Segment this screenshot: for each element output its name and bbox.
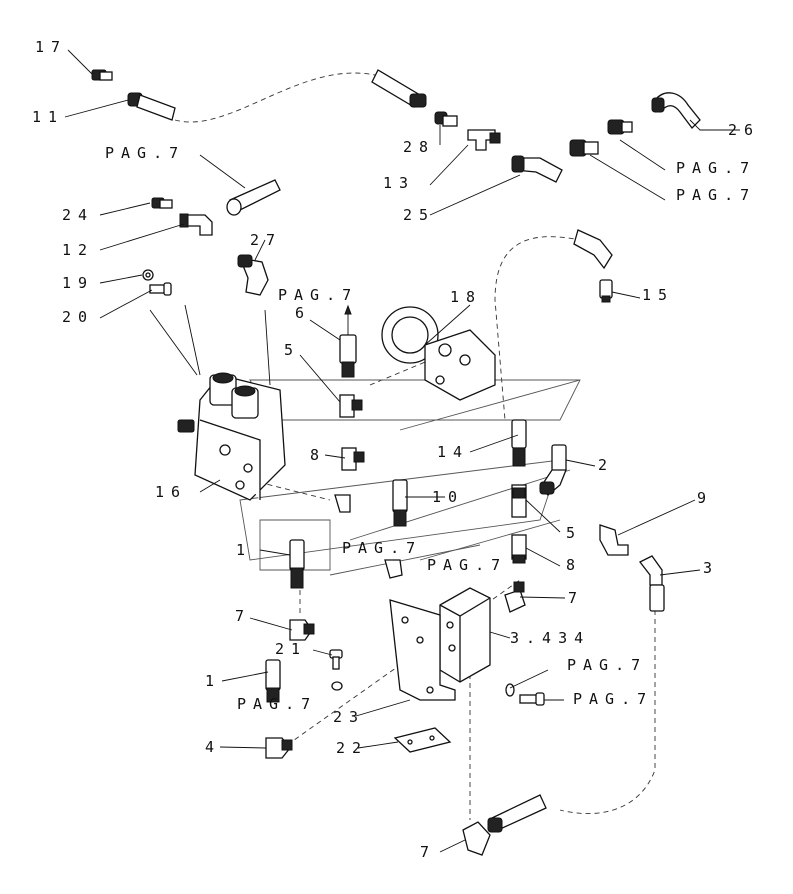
- label-19: 19: [62, 274, 94, 292]
- swivel-27: [237, 254, 269, 296]
- label-18: 18: [450, 288, 482, 306]
- label-pag7-g: PAG.7: [567, 656, 647, 674]
- label-14: 14: [437, 443, 469, 461]
- label-23: 23: [333, 708, 365, 726]
- label-24: 24: [62, 206, 94, 224]
- hose-route-lower-right: [559, 610, 656, 815]
- label-5-lower: 5: [566, 524, 582, 542]
- label-1-upper: 1: [236, 541, 252, 559]
- bolt-21: [329, 649, 343, 670]
- label-13: 13: [383, 174, 415, 192]
- label-21: 21: [275, 640, 307, 658]
- label-pag7-b: PAG.7: [278, 286, 358, 304]
- label-5-upper: 5: [284, 341, 300, 359]
- fitting-pag7-right: [569, 119, 633, 157]
- label-pag7-e: PAG.7: [342, 539, 422, 557]
- bent-hose-2: [539, 444, 567, 496]
- tee-5-lower: [511, 484, 527, 518]
- label-8-upper: 8: [310, 446, 326, 464]
- label-pag7-d: PAG.7: [676, 186, 756, 204]
- label-7-right: 7: [568, 589, 584, 607]
- hose-14: [511, 419, 527, 467]
- fitting-block-small: [334, 494, 403, 579]
- hose-end-11: [127, 92, 176, 121]
- elbow-25: [511, 155, 563, 183]
- label-16: 16: [155, 483, 187, 501]
- hose-route-right: [494, 236, 601, 421]
- label-6: 6: [295, 304, 311, 322]
- elbow-9: [599, 524, 629, 556]
- label-2: 2: [598, 456, 614, 474]
- elbow-7-left: [289, 619, 315, 641]
- hose-1-lower: [265, 659, 281, 703]
- elbow-4: [265, 737, 293, 759]
- label-11: 11: [32, 108, 64, 126]
- label-28: 28: [403, 138, 435, 156]
- plate-22: [393, 727, 452, 753]
- bolt-20: [149, 282, 172, 296]
- label-12: 12: [62, 241, 94, 259]
- control-block-16: [177, 372, 286, 501]
- tee-8-upper: [341, 447, 365, 471]
- fitting-28: [434, 111, 458, 127]
- label-pag7-a: PAG.7: [105, 144, 185, 162]
- block-3434: [439, 587, 491, 683]
- washer-23: [331, 681, 343, 691]
- hose-end-15-upper: [573, 229, 613, 270]
- label-3434: 3.434: [510, 629, 590, 647]
- bracket-23: [389, 599, 456, 701]
- hose-pag7-upper: [226, 179, 281, 216]
- bent-hose-3: [639, 555, 665, 612]
- label-pag7-h: PAG.7: [573, 690, 653, 708]
- washer-19: [142, 269, 154, 281]
- tee-8-lower: [511, 534, 527, 564]
- hose-7-bottom: [462, 794, 547, 856]
- solenoid-valve-18: [381, 306, 496, 401]
- label-25: 25: [403, 206, 435, 224]
- tee-5-upper: [339, 394, 363, 418]
- label-pag7-c: PAG.7: [676, 159, 756, 177]
- label-10: 10: [432, 488, 464, 506]
- fitting-24: [151, 197, 173, 209]
- hose-10: [392, 479, 408, 527]
- hose-route-valve: [369, 359, 431, 386]
- bent-hose-26: [651, 92, 701, 129]
- label-15: 15: [642, 286, 674, 304]
- label-27: 27: [250, 231, 282, 249]
- label-pag7-f: PAG.7: [427, 556, 507, 574]
- label-26: 26: [728, 121, 760, 139]
- hose-route-top: [174, 72, 376, 123]
- label-pag7-i: PAG.7: [237, 695, 317, 713]
- label-9: 9: [697, 489, 713, 507]
- label-22: 22: [336, 739, 368, 757]
- tee-13: [467, 129, 501, 151]
- label-7-bottom: 7: [420, 843, 436, 861]
- label-17: 17: [35, 38, 67, 56]
- label-4: 4: [205, 738, 221, 756]
- fitting-17: [91, 69, 113, 81]
- hose-1-upper: [289, 539, 305, 589]
- label-20: 20: [62, 308, 94, 326]
- elbow-12: [179, 213, 213, 236]
- fitting-6: [339, 304, 357, 378]
- label-7-left: 7: [235, 607, 251, 625]
- fitting-15: [599, 279, 613, 303]
- label-1-lower: 1: [205, 672, 221, 690]
- elbow-7-right: [504, 581, 526, 613]
- label-8-lower: 8: [566, 556, 582, 574]
- label-3: 3: [703, 559, 719, 577]
- leader-lines: [64, 49, 740, 853]
- hose-top-middle: [371, 69, 427, 108]
